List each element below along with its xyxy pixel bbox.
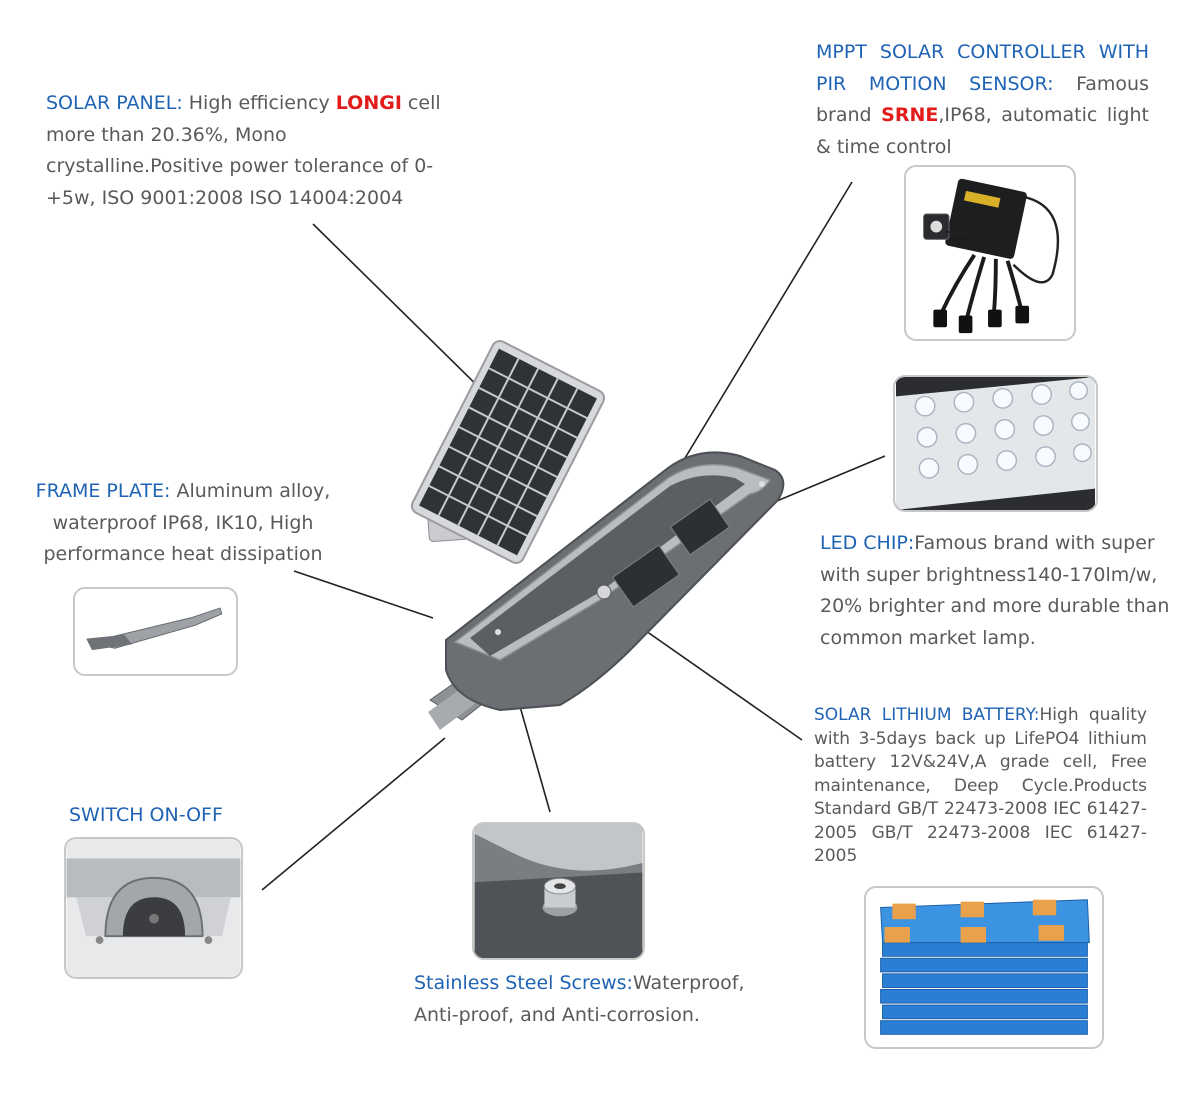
controller-text: Famous brand: [816, 72, 1149, 127]
screws-heading: Stainless Steel Screws:: [414, 972, 633, 994]
leader-frame-plate: [293, 570, 434, 619]
srne-brand: SRNE: [881, 104, 939, 126]
switch-note: SWITCH ON-OFF: [69, 800, 269, 832]
battery-photo: [864, 886, 1104, 1049]
leader-solar-panel: [312, 223, 498, 406]
leader-switch: [261, 737, 446, 891]
battery-text: High quality with 3-5days back up LifePO…: [814, 705, 1147, 866]
battery-note: SOLAR LITHIUM BATTERY:High quality with …: [814, 704, 1147, 869]
solar-panel-text-2: cell more than 20.36%, Mono crystalline.…: [46, 92, 441, 209]
controller-text-2: ,IP68, automatic light & time control: [816, 104, 1149, 158]
frame-plate-heading: FRAME PLATE:: [35, 480, 171, 502]
solar-panel-module: [410, 340, 606, 564]
leader-led-chip: [771, 455, 886, 504]
controller-heading: MPPT SOLAR CONTROLLER WITH PIR MOTION SE…: [816, 41, 1149, 95]
screws-note: Stainless Steel Screws:Waterproof, Anti-…: [414, 968, 754, 1031]
screws-text: Waterproof, Anti-proof, and Anti-corrosi…: [414, 972, 745, 1026]
leader-lines: [261, 181, 886, 891]
frame-plate-photo: [73, 587, 238, 676]
solar-panel-text: High efficiency: [182, 92, 336, 114]
frame-plate-text: Aluminum alloy, waterproof IP68, IK10, H…: [43, 480, 331, 565]
battery-heading: SOLAR LITHIUM BATTERY:: [814, 705, 1040, 725]
switch-photo: [64, 837, 243, 979]
led-chip-heading: LED CHIP:: [820, 532, 915, 554]
led-chip-photo: [893, 375, 1098, 512]
controller-note: MPPT SOLAR CONTROLLER WITH PIR MOTION SE…: [816, 37, 1149, 163]
frame-plate-note: FRAME PLATE: Aluminum alloy, waterproof …: [28, 476, 338, 571]
longi-brand: LONGI: [335, 92, 402, 114]
led-chip-note: LED CHIP:Famous brand with super with su…: [820, 528, 1170, 654]
screws-photo: [472, 822, 645, 960]
leader-battery: [645, 630, 803, 741]
switch-heading: SWITCH ON-OFF: [69, 804, 223, 826]
led-chip-text: Famous brand with super with super brigh…: [820, 532, 1170, 649]
solar-panel-note: SOLAR PANEL: High efficiency LONGI cell …: [46, 88, 466, 214]
solar-panel-heading: SOLAR PANEL:: [46, 92, 183, 114]
controller-photo: [904, 165, 1076, 341]
lamp-housing: [428, 451, 785, 730]
